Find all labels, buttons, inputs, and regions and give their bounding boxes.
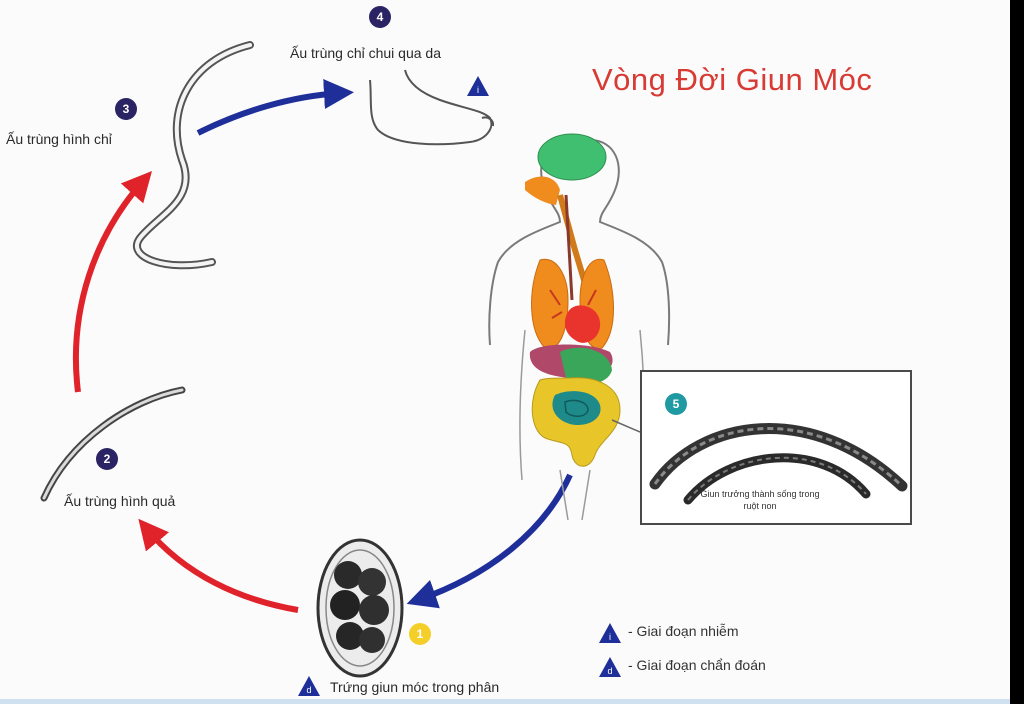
svg-text:i: i (609, 632, 611, 642)
stage-2-label: Ấu trùng hình quả (64, 493, 176, 509)
legend-infective-label: - Giai đoạn nhiễm (628, 623, 739, 639)
arrow-rhabditiform-to-filariform (72, 171, 152, 393)
stage-1-badge: 1 (409, 623, 431, 645)
legend-diagnostic-label: - Giai đoạn chẩn đoán (628, 657, 766, 673)
right-edge-border (1010, 0, 1024, 704)
adult-worms-in-inset (649, 423, 908, 505)
diagram-title: Vòng Đời Giun Móc (592, 62, 873, 97)
stage-3-badge: 3 (115, 98, 137, 120)
svg-text:i: i (477, 85, 479, 95)
arrow-egg-to-rhabditiform (138, 518, 299, 613)
filariform-larva (133, 41, 254, 270)
arrow-filariform-to-skin (196, 79, 354, 136)
stage-2-badge: 2 (96, 448, 118, 470)
legend-diagnostic-icon: d (599, 657, 621, 677)
foot-illustration (369, 69, 495, 146)
svg-text:d: d (607, 666, 612, 676)
egg-illustration (316, 538, 404, 678)
stage-4-label: Ấu trùng chỉ chui qua da (290, 45, 441, 61)
diagnostic-stage-icon: d (298, 676, 320, 696)
bottom-strip (0, 699, 1010, 704)
stage-1-label: Trứng giun móc trong phân (330, 679, 500, 695)
human-body-illustration (488, 133, 671, 521)
svg-text:d: d (306, 685, 311, 695)
stage-5-label: Giun trưởng thành sống trong ruột non (700, 489, 820, 511)
stage-5-badge: 5 (665, 393, 687, 415)
arrow-body-to-egg (406, 473, 573, 609)
infective-stage-icon: i (467, 76, 489, 96)
stage-3-label: Ấu trùng hình chỉ (6, 131, 112, 147)
stage-4-badge: 4 (369, 6, 391, 28)
rhabditiform-larva (40, 386, 186, 502)
legend-infective-icon: i (599, 623, 621, 643)
